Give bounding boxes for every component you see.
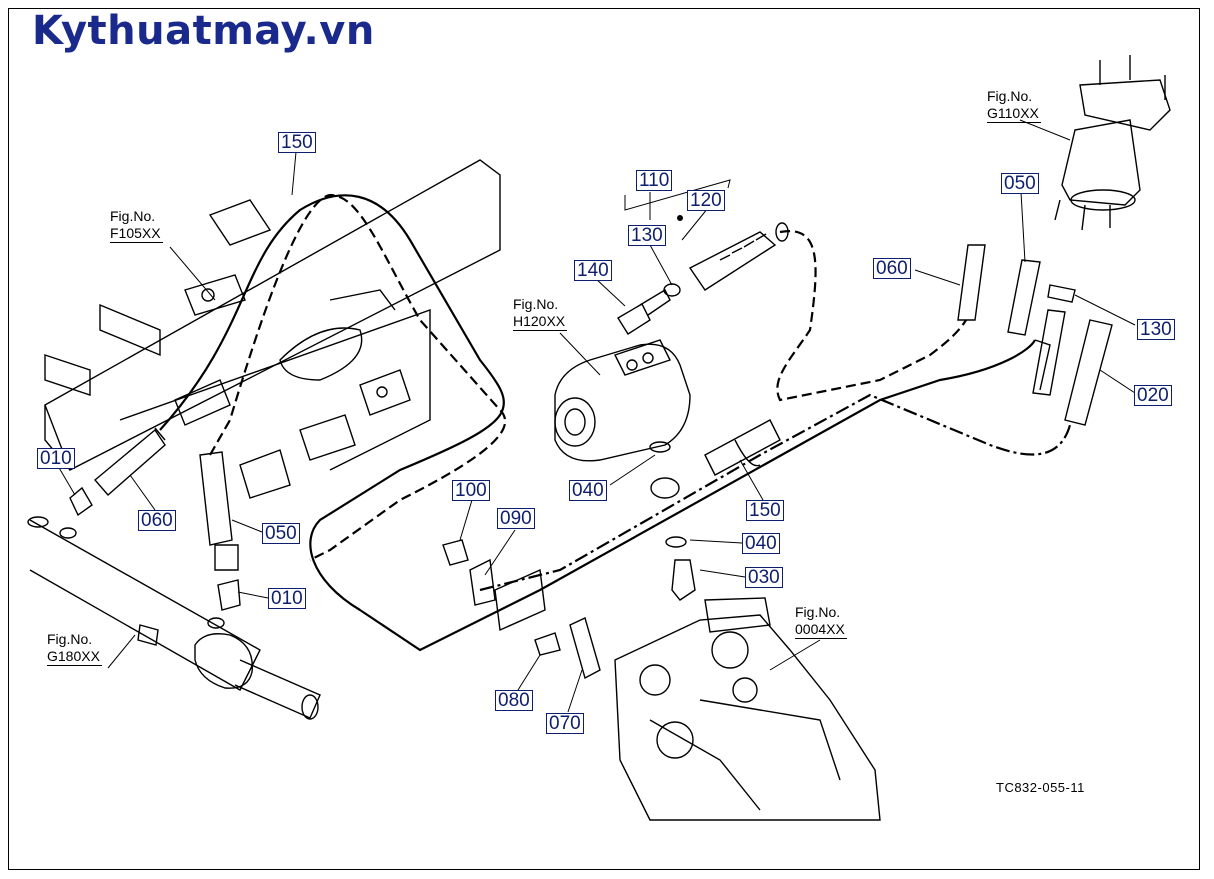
part-label-040-top[interactable]: 040 [569,480,607,501]
part-label-050-left[interactable]: 050 [262,523,300,544]
part-label-090[interactable]: 090 [497,508,535,529]
part-label-010-left[interactable]: 010 [37,448,75,469]
part-label-070[interactable]: 070 [546,713,584,734]
reference-dot [677,215,683,221]
hose-line-b [209,193,507,561]
hose-line-d [776,230,967,402]
part-label-150-mid[interactable]: 150 [746,500,784,521]
brand-watermark: Kythuatmay.vn [32,8,375,54]
steering-cylinder [27,516,321,720]
hose-line-c [479,393,1072,592]
fig-ref-g180: Fig.No. G180XX [47,631,102,666]
part-label-100[interactable]: 100 [452,480,490,501]
part-label-060-right[interactable]: 060 [873,258,911,279]
hose-brackets [442,539,601,680]
steering-unit [1054,55,1171,231]
part-label-120[interactable]: 120 [687,190,725,211]
part-label-010-mid[interactable]: 010 [268,588,306,609]
part-label-130-left[interactable]: 130 [628,225,666,246]
drawing-code: TC832-055-11 [996,780,1085,795]
part-label-040-bottom[interactable]: 040 [742,533,780,554]
part-label-110[interactable]: 110 [636,170,673,191]
fig-ref-h120: Fig.No. H120XX [513,296,568,331]
left-hose-fittings [59,427,241,629]
part-label-130-right[interactable]: 130 [1137,319,1175,340]
transmission-case [614,597,881,821]
fig-ref-g110: Fig.No. G110XX [987,88,1041,123]
fig-ref-0004: Fig.No. 0004XX [795,604,847,639]
part-label-150-top[interactable]: 150 [278,132,316,153]
hose-line-a [159,194,1036,652]
part-label-140[interactable]: 140 [574,260,612,281]
fig-ref-f105: Fig.No. F105XX [110,208,163,243]
drawing-frame [8,8,1200,870]
part-label-080[interactable]: 080 [495,690,533,711]
part-label-030[interactable]: 030 [745,567,783,588]
part-label-020[interactable]: 020 [1134,385,1172,406]
part-label-050-right[interactable]: 050 [1001,173,1039,194]
part-label-060-left[interactable]: 060 [138,510,176,531]
hydraulic-pump [554,339,691,462]
right-hose-fittings [957,244,1113,426]
